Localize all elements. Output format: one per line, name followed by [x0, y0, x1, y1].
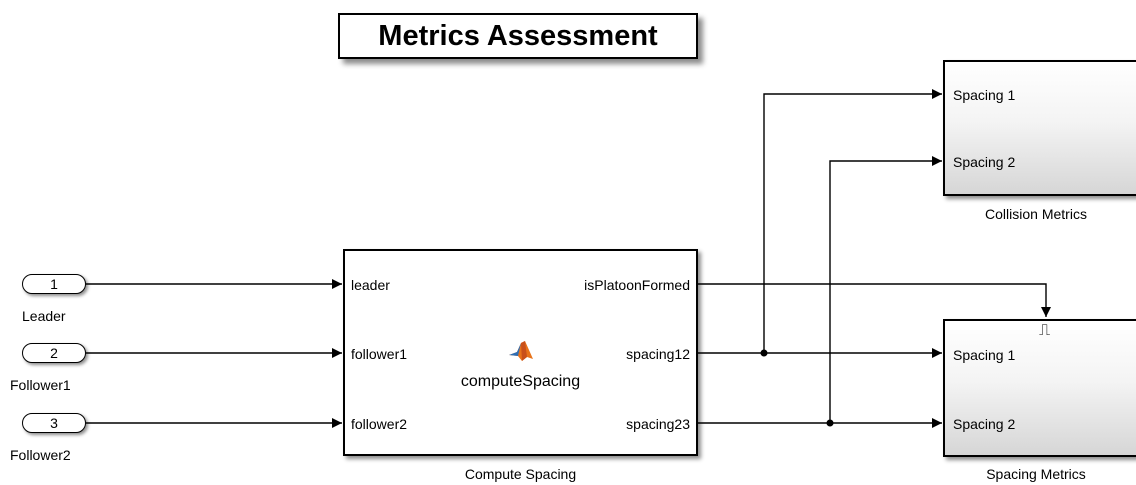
- compute-spacing-block[interactable]: leader follower1 follower2 isPlatoonForm…: [343, 249, 698, 456]
- spacing-metrics-block[interactable]: ⎍ Spacing 1 Spacing 2: [943, 319, 1136, 457]
- inport-number: 1: [50, 276, 58, 292]
- collision-metrics-caption: Collision Metrics: [985, 206, 1087, 222]
- diagram-title: Metrics Assessment: [338, 13, 698, 59]
- inport-number: 2: [50, 345, 58, 361]
- trigger-icon: ⎍: [1039, 322, 1051, 339]
- wire-spacing12-branch: [763, 89, 942, 353]
- collision-input-spacing1: Spacing 1: [953, 87, 1016, 103]
- compute-spacing-caption: Compute Spacing: [464, 466, 577, 482]
- spacing-metrics-caption: Spacing Metrics: [986, 466, 1086, 482]
- inport-label-follower1: Follower1: [10, 377, 71, 393]
- inport-label-leader: Leader: [22, 308, 66, 324]
- output-port-spacing12: spacing12: [626, 346, 690, 362]
- collision-metrics-block[interactable]: Spacing 1 Spacing 2: [943, 60, 1136, 196]
- inport-3[interactable]: 3: [22, 413, 86, 433]
- input-port-follower1: follower1: [351, 346, 408, 362]
- input-port-leader: leader: [351, 277, 390, 293]
- inport-2[interactable]: 2: [22, 343, 86, 363]
- branch-point-2: [826, 419, 834, 427]
- input-port-follower2: follower2: [351, 416, 408, 432]
- matlab-function-icon: [509, 341, 533, 361]
- function-name: computeSpacing: [460, 373, 581, 390]
- wire-trigger: [698, 283, 1051, 317]
- inport-number: 3: [50, 415, 58, 431]
- wire-spacing23-branch: [829, 156, 942, 423]
- collision-input-spacing2: Spacing 2: [953, 154, 1016, 170]
- inport-1[interactable]: 1: [22, 274, 86, 294]
- spacing-input-spacing2: Spacing 2: [953, 416, 1016, 432]
- spacing-input-spacing1: Spacing 1: [953, 347, 1016, 363]
- branch-point-1: [760, 349, 768, 357]
- inport-label-follower2: Follower2: [10, 447, 71, 463]
- output-port-spacing23: spacing23: [626, 416, 690, 432]
- output-port-isplatoonformed: isPlatoonFormed: [584, 277, 690, 293]
